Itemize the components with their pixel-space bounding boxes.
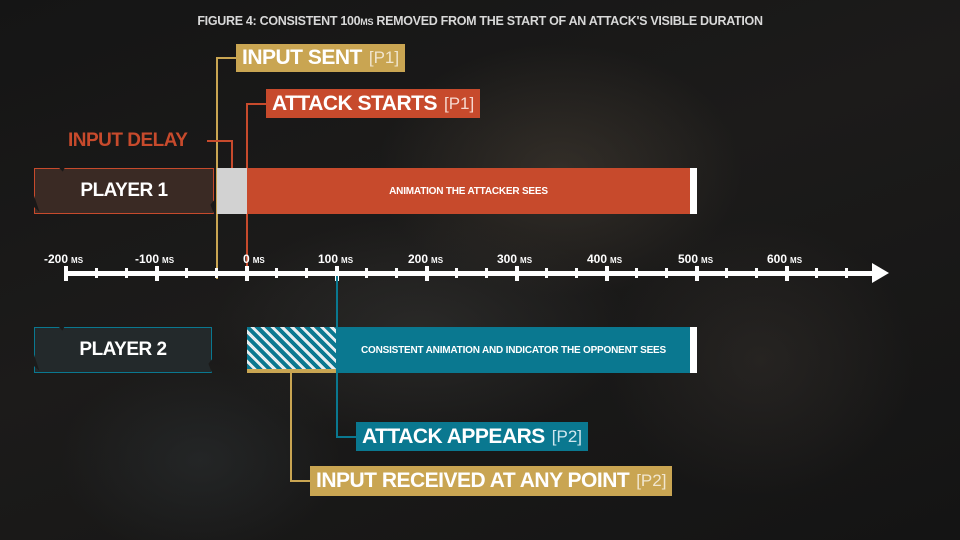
axis-unit: MS — [790, 256, 803, 265]
axis-minor-tick — [455, 268, 458, 278]
axis-major-tick — [155, 266, 159, 281]
attack-starts-label: ATTACK STARTS [P1] — [266, 89, 481, 118]
title-prefix: FIGURE 4: CONSISTENT 100 — [197, 14, 361, 28]
axis-minor-tick — [365, 268, 368, 278]
input-received-connector — [290, 480, 312, 482]
input-sent-connector — [216, 57, 238, 59]
axis-unit: MS — [71, 256, 84, 265]
axis-minor-tick — [395, 268, 398, 278]
axis-major-tick — [425, 266, 429, 281]
axis-minor-tick — [815, 268, 818, 278]
input-delay-connector-vertical — [231, 140, 233, 168]
attack-starts-connector — [246, 103, 268, 105]
axis-minor-tick — [635, 268, 638, 278]
axis-minor-tick — [755, 268, 758, 278]
axis-minor-tick — [485, 268, 488, 278]
axis-value: 400 — [587, 252, 608, 266]
input-received-connector-vertical — [290, 372, 292, 482]
input-sent-text: INPUT SENT — [242, 46, 362, 69]
axis-unit: MS — [431, 256, 444, 265]
axis-minor-tick — [845, 268, 848, 278]
axis-unit: MS — [341, 256, 354, 265]
axis-major-tick — [605, 266, 609, 281]
axis-value: 0 — [243, 252, 250, 266]
axis-major-tick — [245, 266, 249, 281]
axis-value: 100 — [318, 252, 339, 266]
axis-minor-tick — [665, 268, 668, 278]
timeline-axis — [64, 271, 876, 276]
title-suffix: REMOVED FROM THE START OF AN ATTACK'S VI… — [373, 14, 763, 28]
p1-animation-bar: ANIMATION THE ATTACKER SEES — [247, 168, 690, 214]
axis-major-tick — [695, 266, 699, 281]
input-sent-label: INPUT SENT [P1] — [236, 44, 406, 72]
p2-input-window-hatched-bar — [247, 327, 336, 369]
attack-appears-label: ATTACK APPEARS [P2] — [356, 422, 589, 451]
axis-minor-tick — [275, 268, 278, 278]
axis-minor-tick — [575, 268, 578, 278]
axis-unit: MS — [701, 256, 714, 265]
axis-major-tick — [785, 266, 789, 281]
p2-animation-end-cap — [690, 327, 697, 373]
axis-minor-tick — [305, 268, 308, 278]
axis-arrow-icon — [872, 263, 889, 283]
axis-unit: MS — [162, 256, 175, 265]
axis-value: 600 — [767, 252, 788, 266]
input-delay-label: INPUT DELAY — [68, 128, 188, 154]
axis-unit: MS — [610, 256, 623, 265]
axis-minor-tick — [215, 268, 218, 278]
attack-starts-text: ATTACK STARTS — [272, 91, 437, 115]
axis-minor-tick — [185, 268, 188, 278]
axis-minor-tick — [545, 268, 548, 278]
axis-value: -200 — [44, 252, 69, 266]
input-received-text: INPUT RECEIVED AT ANY POINT — [316, 469, 630, 492]
axis-minor-tick — [725, 268, 728, 278]
attack-starts-tag: [P1] — [443, 93, 475, 113]
attack-appears-connector — [336, 436, 358, 438]
axis-major-tick — [335, 266, 339, 281]
p1-animation-text: ANIMATION THE ATTACKER SEES — [389, 185, 548, 197]
p2-animation-bar: CONSISTENT ANIMATION AND INDICATOR THE O… — [337, 327, 690, 373]
p2-input-window-underline — [247, 369, 336, 373]
axis-value: -100 — [135, 252, 160, 266]
p1-animation-end-cap — [690, 168, 697, 214]
attack-appears-text: ATTACK APPEARS — [362, 424, 545, 448]
input-received-label: INPUT RECEIVED AT ANY POINT [P2] — [310, 466, 673, 496]
input-sent-tag: [P1] — [368, 48, 400, 67]
axis-minor-tick — [95, 268, 98, 278]
axis-minor-tick — [125, 268, 128, 278]
attack-appears-tag: [P2] — [551, 426, 583, 446]
input-delay-text: INPUT DELAY — [68, 130, 188, 151]
axis-major-tick — [64, 266, 68, 281]
p1-input-delay-bar — [217, 168, 247, 214]
player-1-badge: PLAYER 1 — [34, 168, 214, 214]
axis-value: 500 — [678, 252, 699, 266]
input-received-tag: [P2] — [636, 471, 667, 490]
title-unit: MS — [360, 17, 374, 27]
axis-value: 300 — [497, 252, 518, 266]
player-2-badge: PLAYER 2 — [34, 327, 212, 373]
input-delay-connector — [207, 140, 233, 142]
axis-unit: MS — [520, 256, 533, 265]
axis-unit: MS — [252, 256, 265, 265]
player-1-label: PLAYER 1 — [80, 180, 168, 201]
figure-title: FIGURE 4: CONSISTENT 100MS REMOVED FROM … — [0, 14, 960, 28]
player-2-label: PLAYER 2 — [79, 339, 167, 360]
axis-value: 200 — [408, 252, 429, 266]
p2-animation-text: CONSISTENT ANIMATION AND INDICATOR THE O… — [361, 344, 666, 356]
axis-major-tick — [515, 266, 519, 281]
